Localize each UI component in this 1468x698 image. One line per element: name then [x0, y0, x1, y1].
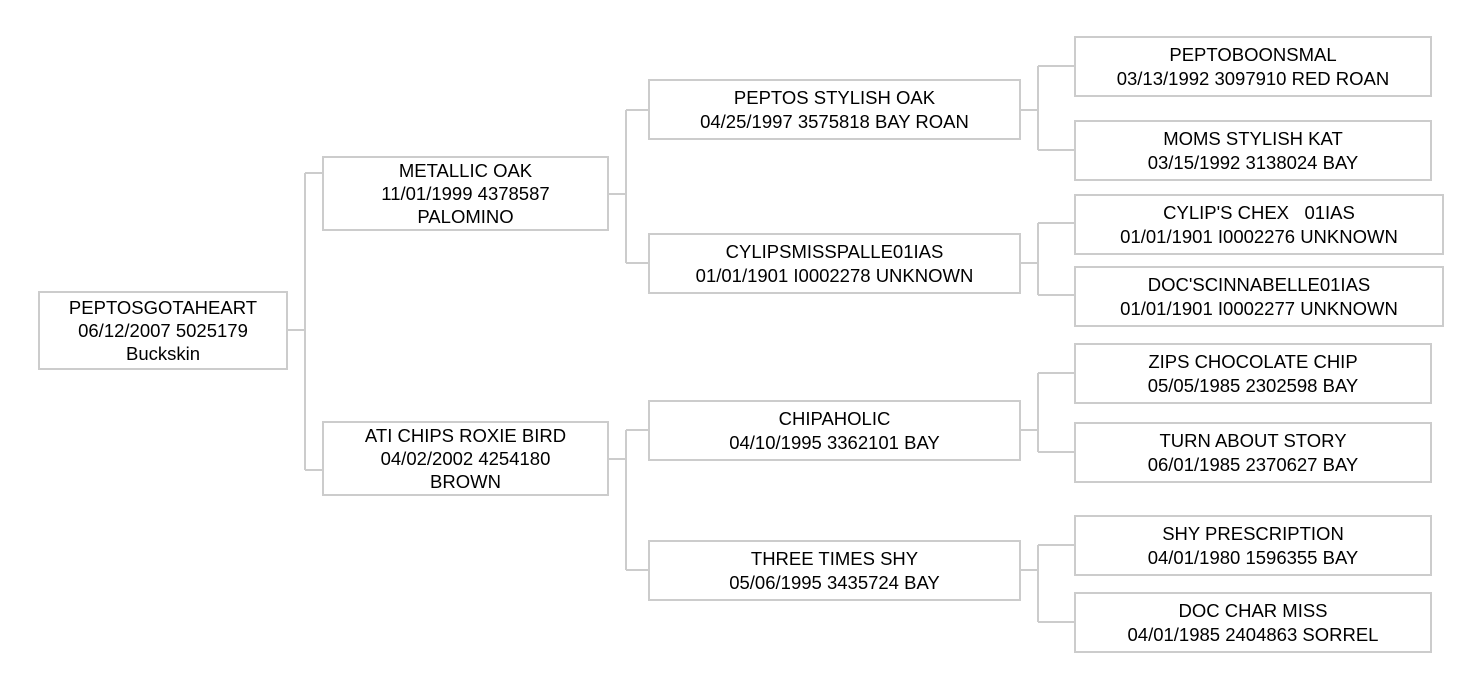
node-gen4-1[interactable]: PEPTOBOONSMAL 03/13/1992 3097910 RED ROA…	[1074, 36, 1432, 97]
node-gen4-3-name: CYLIP'S CHEX 01IAS	[1163, 202, 1355, 224]
node-gen3-4-detail: 05/06/1995 3435724 BAY	[729, 571, 940, 593]
node-gen4-6-name: TURN ABOUT STORY	[1159, 430, 1347, 452]
node-subject-color: Buckskin	[125, 343, 201, 365]
node-gen3-3[interactable]: CHIPAHOLIC 04/10/1995 3362101 BAY	[648, 400, 1021, 461]
node-gen4-6-detail: 06/01/1985 2370627 BAY	[1147, 453, 1359, 475]
node-gen4-8[interactable]: DOC CHAR MISS 04/01/1985 2404863 SORREL	[1074, 592, 1432, 653]
node-gen4-5[interactable]: ZIPS CHOCOLATE CHIP 05/05/1985 2302598 B…	[1074, 343, 1432, 404]
node-dam-color: BROWN	[430, 471, 501, 493]
node-dam-name: ATI CHIPS ROXIE BIRD	[364, 424, 567, 446]
node-gen4-1-detail: 03/13/1992 3097910 RED ROAN	[1116, 67, 1390, 89]
node-gen4-7-detail: 04/01/1980 1596355 BAY	[1147, 546, 1359, 568]
node-gen4-2-detail: 03/15/1992 3138024 BAY	[1147, 151, 1359, 173]
node-dam-detail: 04/02/2002 4254180	[380, 447, 551, 469]
node-sire-detail: 11/01/1999 4378587	[381, 182, 550, 204]
node-gen4-8-detail: 04/01/1985 2404863 SORREL	[1127, 623, 1379, 645]
node-gen4-4-name: DOC'SCINNABELLE01IAS	[1147, 274, 1371, 296]
node-gen4-3-detail: 01/01/1901 I0002276 UNKNOWN	[1120, 225, 1398, 247]
node-gen3-4-name: THREE TIMES SHY	[750, 548, 919, 570]
node-gen3-1-detail: 04/25/1997 3575818 BAY ROAN	[700, 110, 969, 132]
node-sire[interactable]: METALLIC OAK 11/01/1999 4378587 PALOMINO	[322, 156, 609, 231]
node-gen4-4-detail: 01/01/1901 I0002277 UNKNOWN	[1120, 297, 1398, 319]
node-gen4-8-name: DOC CHAR MISS	[1178, 600, 1328, 622]
node-subject-name: PEPTOSGOTAHEART	[68, 296, 258, 318]
node-gen3-1[interactable]: PEPTOS STYLISH OAK 04/25/1997 3575818 BA…	[648, 79, 1021, 140]
node-gen3-2[interactable]: CYLIPSMISSPALLE01IAS 01/01/1901 I0002278…	[648, 233, 1021, 294]
node-gen3-4[interactable]: THREE TIMES SHY 05/06/1995 3435724 BAY	[648, 540, 1021, 601]
node-gen4-2[interactable]: MOMS STYLISH KAT 03/15/1992 3138024 BAY	[1074, 120, 1432, 181]
node-subject-detail: 06/12/2007 5025179	[78, 319, 248, 341]
node-sire-color: PALOMINO	[417, 206, 514, 228]
node-gen4-2-name: MOMS STYLISH KAT	[1163, 128, 1343, 150]
node-dam[interactable]: ATI CHIPS ROXIE BIRD 04/02/2002 4254180 …	[322, 421, 609, 496]
node-gen4-5-detail: 05/05/1985 2302598 BAY	[1147, 374, 1359, 396]
node-subject[interactable]: PEPTOSGOTAHEART 06/12/2007 5025179 Bucks…	[38, 291, 288, 370]
node-gen4-7[interactable]: SHY PRESCRIPTION 04/01/1980 1596355 BAY	[1074, 515, 1432, 576]
node-gen3-2-name: CYLIPSMISSPALLE01IAS	[725, 241, 944, 263]
node-gen3-3-name: CHIPAHOLIC	[778, 408, 891, 430]
node-gen4-1-name: PEPTOBOONSMAL	[1169, 44, 1337, 66]
node-gen3-3-detail: 04/10/1995 3362101 BAY	[729, 431, 940, 453]
node-gen3-1-name: PEPTOS STYLISH OAK	[733, 87, 936, 109]
node-sire-name: METALLIC OAK	[398, 159, 533, 181]
node-gen4-3[interactable]: CYLIP'S CHEX 01IAS 01/01/1901 I0002276 U…	[1074, 194, 1444, 255]
node-gen4-5-name: ZIPS CHOCOLATE CHIP	[1148, 351, 1358, 373]
node-gen4-6[interactable]: TURN ABOUT STORY 06/01/1985 2370627 BAY	[1074, 422, 1432, 483]
node-gen4-7-name: SHY PRESCRIPTION	[1162, 523, 1344, 545]
node-gen3-2-detail: 01/01/1901 I0002278 UNKNOWN	[695, 264, 974, 286]
node-gen4-4[interactable]: DOC'SCINNABELLE01IAS 01/01/1901 I0002277…	[1074, 266, 1444, 327]
